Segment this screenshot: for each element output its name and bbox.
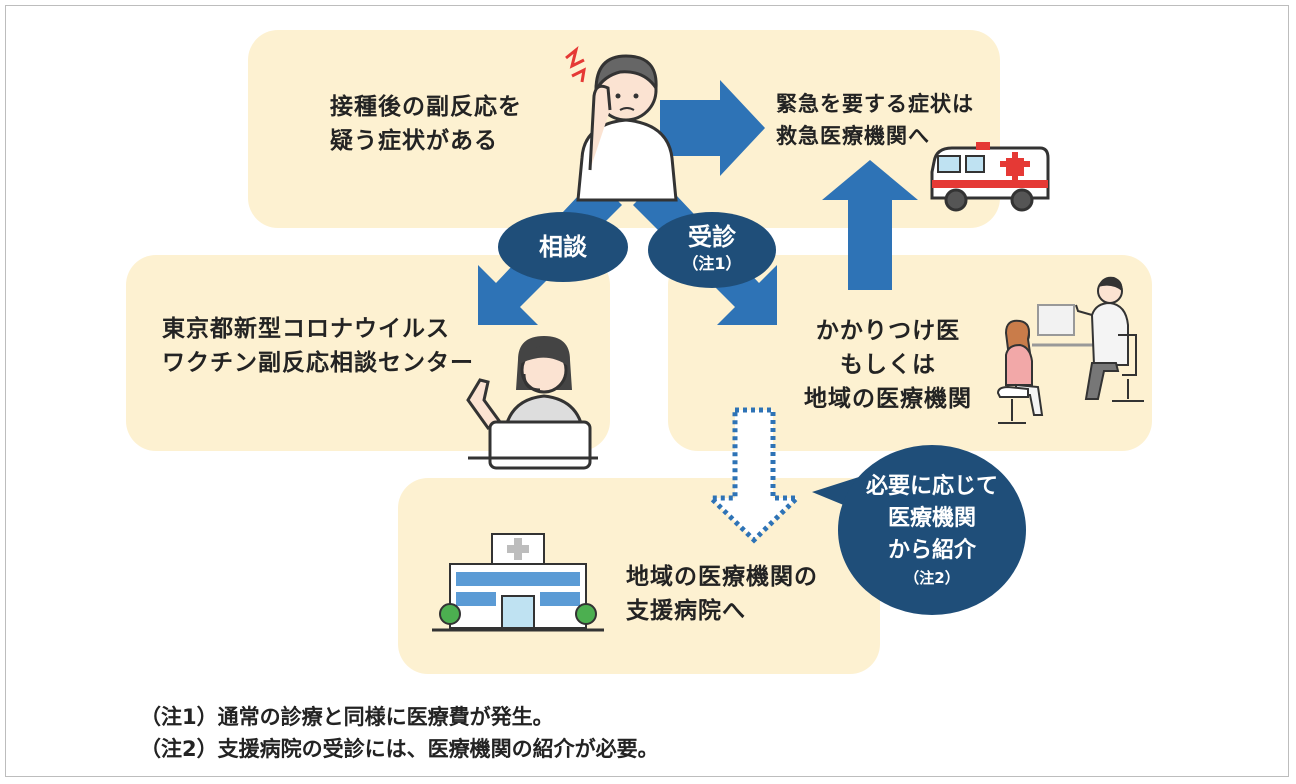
distressed-person-icon	[565, 46, 678, 202]
symptoms-line1: 接種後の副反応を	[330, 94, 522, 120]
doctor-patient-icon	[996, 276, 1144, 424]
consult-pill: 相談	[498, 212, 628, 282]
support-hospital-line2: 支援病院へ	[626, 598, 746, 624]
emergency-line2: 救急医療機関へ	[776, 124, 930, 148]
referral-note: （注2）	[904, 569, 960, 587]
family-doctor-line3: 地域の医療機関	[804, 386, 972, 412]
visit-pill-label: 受診	[688, 223, 736, 251]
hospital-building-icon	[432, 533, 604, 632]
ambulance-icon	[930, 142, 1050, 212]
consult-center-label: 東京都新型コロナウイルス ワクチン副反応相談センター	[162, 312, 474, 380]
referral-line1: 必要に応じて	[865, 474, 998, 499]
referral-line3: から紹介	[887, 538, 976, 563]
family-doctor-line1: かかりつけ医	[815, 318, 961, 344]
call-operator-icon	[466, 336, 598, 470]
symptoms-label: 接種後の副反応を 疑う症状がある	[330, 90, 522, 158]
emergency-label: 緊急を要する症状は 救急医療機関へ	[776, 88, 974, 152]
consult-pill-label: 相談	[539, 233, 587, 261]
visit-pill: 受診 （注1）	[648, 212, 776, 288]
arrow-up-to-emergency	[822, 160, 918, 290]
symptoms-line2: 疑う症状がある	[330, 128, 498, 154]
footnote-2: （注2）支援病院の受診には、医療機関の紹介が必要。	[140, 737, 659, 761]
visit-pill-note: （注1）	[682, 254, 742, 273]
family-doctor-label: かかりつけ医 もしくは 地域の医療機関	[788, 314, 988, 416]
footnote-1: （注1）通常の診療と同様に医療費が発生。	[140, 705, 554, 729]
consult-center-line2: ワクチン副反応相談センター	[162, 350, 474, 376]
arrow-to-emergency	[660, 80, 765, 176]
dotted-arrow-to-support-hospital	[704, 407, 804, 544]
referral-line2: 医療機関	[887, 506, 976, 531]
support-hospital-label: 地域の医療機関の 支援病院へ	[626, 560, 818, 628]
referral-bubble: 必要に応じて 医療機関 から紹介 （注2）	[838, 445, 1026, 615]
family-doctor-line2: もしくは	[840, 352, 936, 378]
emergency-line1: 緊急を要する症状は	[776, 92, 974, 116]
support-hospital-line1: 地域の医療機関の	[626, 564, 818, 590]
consult-center-line1: 東京都新型コロナウイルス	[162, 316, 450, 342]
